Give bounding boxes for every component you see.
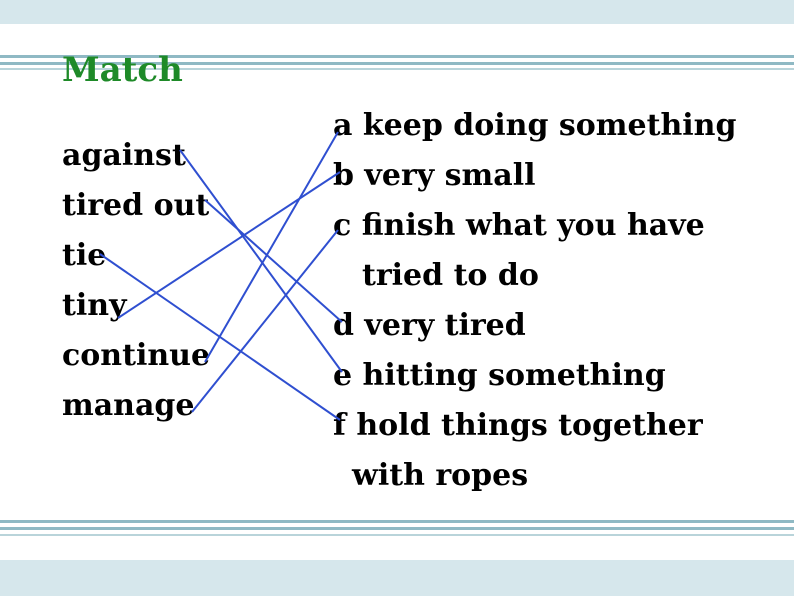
definition-f-continued: with ropes xyxy=(352,458,529,493)
definition-a: a keep doing something xyxy=(333,108,737,143)
match-line-manage-c xyxy=(191,229,339,413)
word-tiny: tiny xyxy=(62,288,127,323)
match-line-continue-a xyxy=(204,131,339,363)
definition-d: d very tired xyxy=(333,308,526,343)
definition-e: e hitting something xyxy=(333,358,666,393)
match-line-tired-out-d xyxy=(204,199,343,323)
bottom-rule xyxy=(0,520,794,523)
bottom-rule xyxy=(0,534,794,536)
bottom-band xyxy=(0,560,794,596)
bottom-rule xyxy=(0,527,794,530)
top-rule xyxy=(0,62,794,65)
top-rule xyxy=(0,68,794,70)
word-against: against xyxy=(62,138,186,173)
top-band xyxy=(0,0,794,24)
definition-b: b very small xyxy=(333,158,536,193)
definition-f: f hold things together xyxy=(333,408,703,443)
word-tired-out: tired out xyxy=(62,188,210,223)
top-rule xyxy=(0,55,794,58)
word-tie: tie xyxy=(62,238,107,273)
definition-c-continued: tried to do xyxy=(362,258,539,293)
word-continue: continue xyxy=(62,338,211,373)
word-manage: manage xyxy=(62,388,195,423)
slide-title: Match xyxy=(62,50,183,90)
definition-c: c finish what you have xyxy=(333,208,705,243)
